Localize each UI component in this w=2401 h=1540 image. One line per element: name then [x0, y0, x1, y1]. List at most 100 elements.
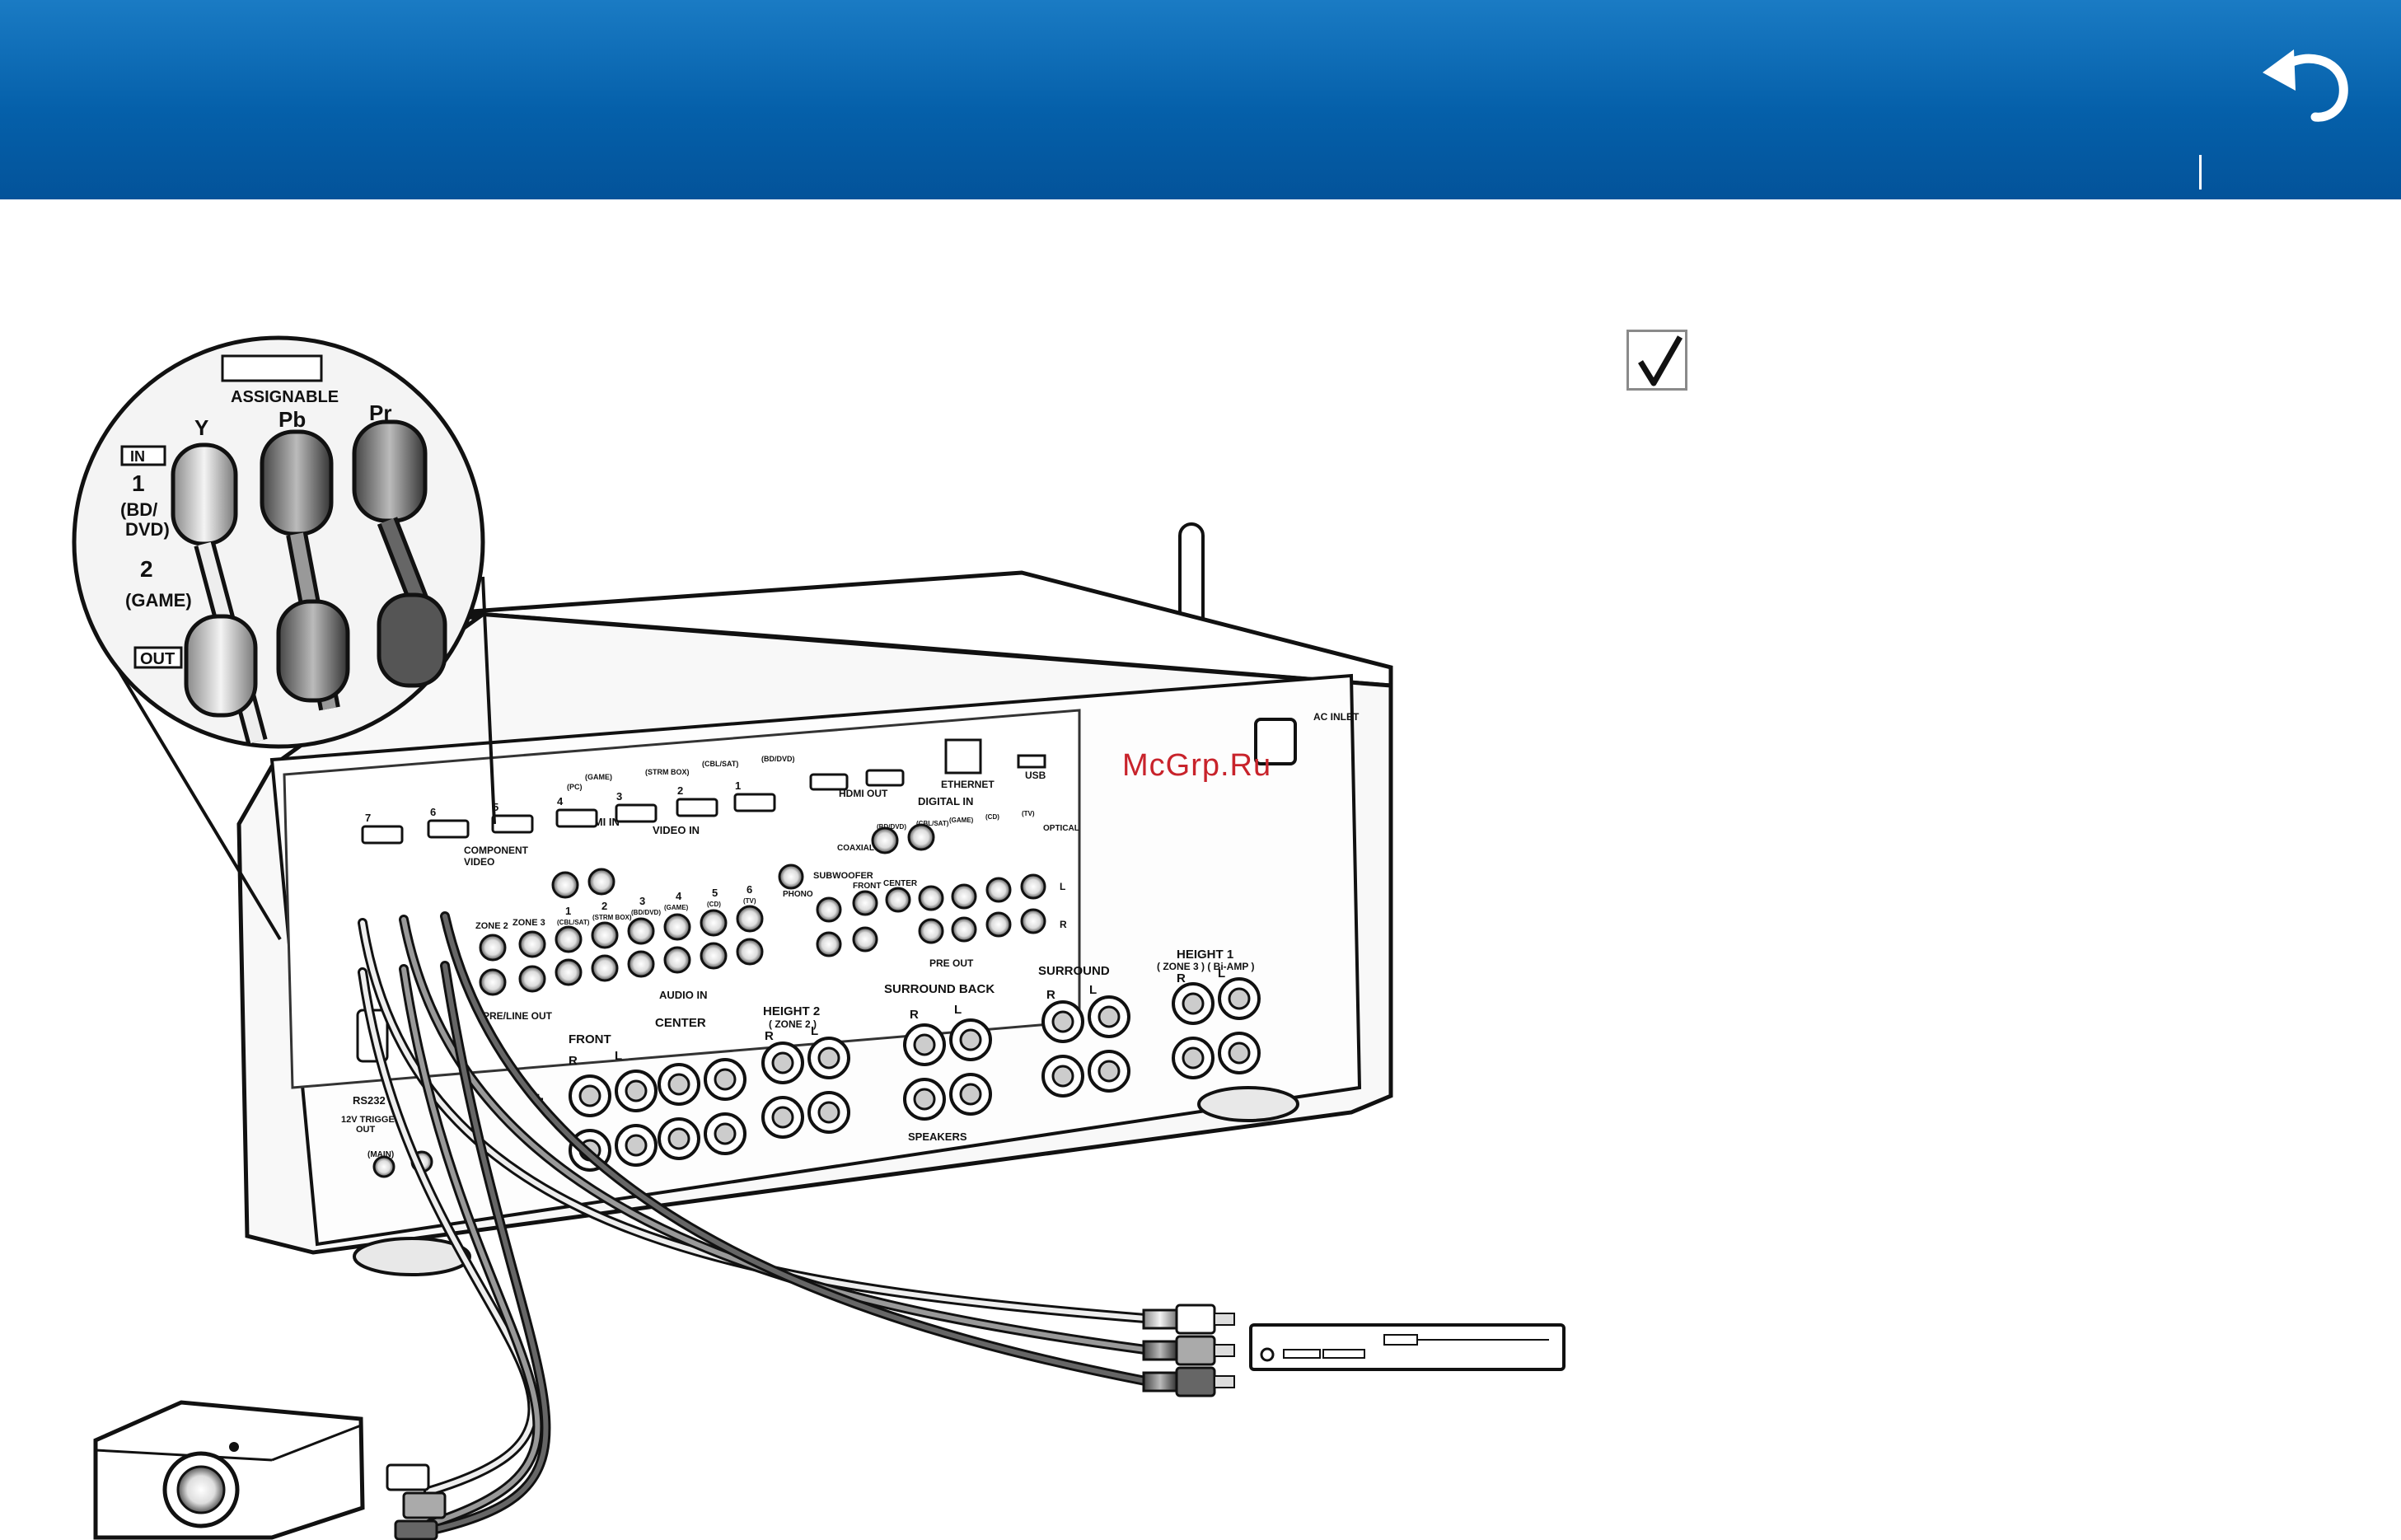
speaker-terminal-post	[1051, 1010, 1074, 1033]
hdmi-out-label: HDMI OUT	[839, 788, 888, 799]
digital-in-label: DIGITAL IN	[918, 795, 973, 807]
rca-jack	[778, 864, 804, 890]
return-arrow-icon	[2263, 49, 2348, 122]
speaker-terminal-post	[1051, 1065, 1074, 1088]
speaker-terminal-post	[578, 1084, 601, 1107]
audio-in-tag-3: (BD/DVD)	[631, 909, 661, 916]
rca-jack	[663, 946, 691, 974]
speaker-terminal-post	[771, 1106, 794, 1129]
rca-jack	[985, 877, 1012, 903]
coaxial-label: COAXIAL	[837, 844, 874, 853]
header-divider	[2199, 155, 2202, 190]
height2-r-label: R	[765, 1029, 774, 1043]
speakers-label: SPEAKERS	[908, 1130, 967, 1143]
surround-r-label: R	[1046, 988, 1055, 1002]
rca-jack	[852, 890, 878, 916]
speaker-terminal-post	[1228, 987, 1251, 1010]
zone3-pre-label: ZONE 3	[512, 918, 545, 928]
height1-sub-label: ( ZONE 3 ) ( Bi-AMP )	[1157, 961, 1254, 972]
surround-back-l-label: L	[954, 1003, 962, 1017]
mag-input2-number: 2	[140, 556, 153, 582]
pre-out-front-label: FRONT	[853, 882, 881, 891]
speaker-terminal-post	[1098, 1060, 1121, 1083]
rca-jack	[551, 871, 579, 899]
pre-out-l-label: L	[1060, 881, 1065, 892]
rca-jack	[1020, 873, 1046, 900]
speaker-terminal-post	[714, 1068, 737, 1091]
mag-input1-number: 1	[132, 470, 145, 496]
rca-jack	[591, 921, 619, 949]
speaker-terminal-post	[714, 1122, 737, 1145]
audio-in-number-2: 2	[601, 900, 607, 912]
audio-in-tag-2: (STRM BOX)	[592, 914, 632, 921]
rca-jack	[372, 1155, 395, 1178]
hdmi-number-1: 1	[735, 779, 741, 792]
rca-jack	[918, 918, 944, 944]
audio-in-number-5: 5	[712, 887, 718, 899]
speaker-terminal-post	[625, 1079, 648, 1102]
hdmi-tag-strm-box: (STRM BOX)	[645, 768, 690, 776]
pre-out-r-label: R	[1060, 919, 1067, 930]
front-l-label: L	[615, 1049, 622, 1063]
audio-in-tag-4: (GAME)	[664, 904, 689, 911]
phono-label: PHONO	[783, 890, 813, 899]
mag-in-label: IN	[130, 448, 145, 465]
rca-jack	[587, 868, 615, 896]
speaker-terminal-post	[1182, 992, 1205, 1015]
video-in-label: VIDEO IN	[653, 824, 700, 836]
rca-jack	[918, 885, 944, 911]
height1-l-label: L	[1218, 967, 1225, 981]
ethernet-label: ETHERNET	[941, 779, 995, 790]
digital-in-tag-1: (BD/DVD)	[877, 823, 906, 831]
rca-jack	[736, 905, 764, 933]
rca-jack	[951, 883, 977, 910]
speaker-terminal-post	[959, 1083, 982, 1106]
speaker-terminal-post	[817, 1046, 840, 1070]
component-video-label-1: COMPONENT	[464, 845, 529, 856]
rca-jack	[951, 916, 977, 943]
zone2-pre-label: ZONE 2	[475, 921, 508, 931]
rca-jack	[907, 823, 935, 851]
mag-input1-line2: DVD)	[125, 519, 170, 540]
trigger-main-label: (MAIN)	[367, 1150, 394, 1159]
speaker-terminal-post	[1228, 1041, 1251, 1065]
speaker-terminal-post	[625, 1134, 648, 1157]
height1-r-label: R	[1177, 971, 1186, 985]
speaker-terminal-post	[817, 1101, 840, 1124]
surround-back-label: SURROUND BACK	[884, 982, 995, 996]
surround-label: SURROUND	[1038, 964, 1110, 978]
hdmi-ports	[361, 718, 1297, 845]
rca-jack	[591, 954, 619, 982]
front-speaker-label: FRONT	[569, 1032, 611, 1046]
hdmi-tag-bd-dvd: (BD/DVD)	[761, 755, 795, 763]
speaker-terminal-post	[913, 1088, 936, 1111]
av-receiver	[236, 570, 1393, 1276]
trigger-label-1: 12V TRIGGER	[341, 1115, 401, 1125]
back-button[interactable]	[2258, 43, 2357, 129]
rca-jack	[816, 931, 842, 957]
center-speaker-label: CENTER	[655, 1016, 706, 1030]
rca-jack	[627, 950, 655, 978]
mag-input1-line1: (BD/	[120, 499, 157, 520]
digital-in-tag-2: (CBL/SAT)	[916, 820, 949, 827]
hdmi-number-5: 5	[493, 801, 498, 813]
hdmi-tag-pc: (PC)	[567, 783, 583, 791]
pre-out-center-label: CENTER	[883, 879, 918, 888]
rca-jack	[518, 930, 546, 958]
surround-l-label: L	[1089, 983, 1097, 997]
projector	[93, 1400, 365, 1540]
magnified-view: ASSIGNABLE Y Pb Pr IN 1 (BD/ DVD) 2 (GAM…	[72, 335, 496, 941]
watermark-text: McGrp.Ru	[1122, 748, 1272, 783]
rca-jack	[816, 896, 842, 923]
check-mark-icon	[1638, 335, 1683, 386]
mag-input2-name: (GAME)	[125, 590, 192, 611]
rca-jack	[700, 942, 728, 970]
audio-in-label: AUDIO IN	[659, 989, 708, 1001]
subwoofer-label: SUBWOOFER	[813, 871, 873, 881]
mag-pb-label: Pb	[278, 407, 306, 432]
pre-line-out-label: PRE/LINE OUT	[483, 1010, 553, 1022]
rca-plugs-player	[1142, 1304, 1235, 1397]
rca-jack	[736, 938, 764, 966]
audio-in-number-6: 6	[747, 883, 752, 896]
audio-in-tag-6: (TV)	[743, 897, 756, 905]
